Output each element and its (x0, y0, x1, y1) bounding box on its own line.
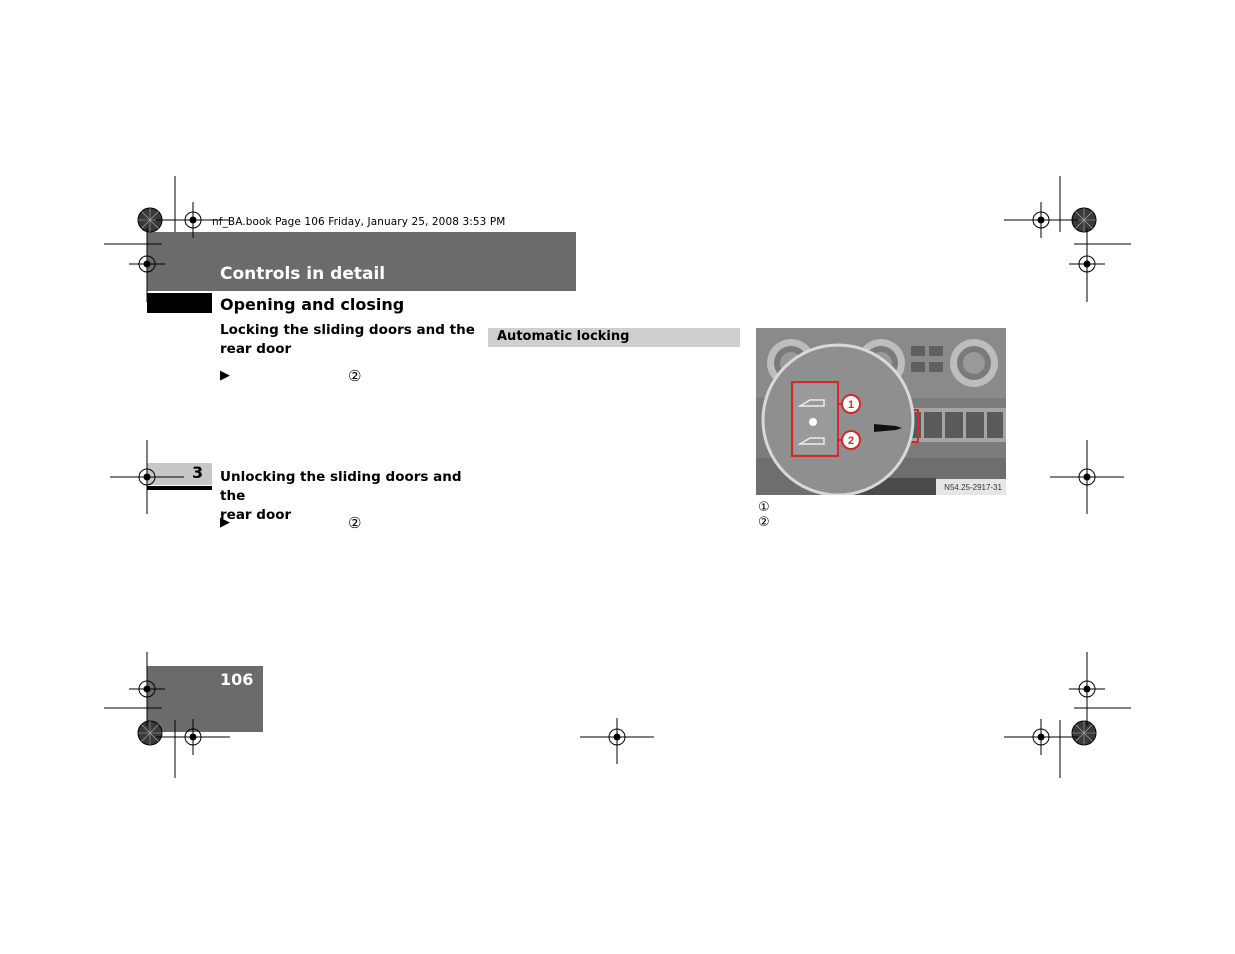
automatic-locking-label: Automatic locking (497, 329, 630, 344)
automatic-locking-bar (488, 328, 740, 347)
legend-item-2: ② (758, 515, 770, 530)
locking-heading-line2: rear door (220, 341, 292, 357)
figure-callout-2: 2 (848, 435, 854, 447)
dashboard-photo: 1 2 N54.25-2917-31 (756, 328, 1006, 495)
unlocking-heading-line2: rear door (220, 507, 292, 523)
print-info-line: nf_BA.book Page 106 Friday, January 25, … (212, 216, 506, 228)
section-title: Opening and closing (220, 295, 405, 314)
unlocking-bullet-icon: ▶ (220, 514, 230, 529)
unlocking-heading-line1: Unlocking the sliding doors and the (220, 469, 462, 504)
legend-item-1: ① (758, 500, 770, 515)
locking-bullet-icon: ▶ (220, 367, 230, 382)
chapter-title: Controls in detail (220, 264, 386, 284)
locking-heading-line1: Locking the sliding doors and the (220, 322, 475, 338)
unlocking-heading: Unlocking the sliding doors and the rear… (220, 468, 480, 525)
figure-image-code: N54.25-2917-31 (944, 483, 1002, 492)
chapter-number: 3 (192, 463, 204, 482)
section-marker (147, 293, 212, 313)
chapter-tab-underline (147, 486, 212, 490)
locking-heading: Locking the sliding doors and the rear d… (220, 321, 480, 359)
unlocking-ref-2: ② (348, 514, 362, 532)
figure-callout-1: 1 (848, 399, 854, 411)
locking-ref-2: ② (348, 367, 362, 385)
header-bar (147, 232, 576, 291)
page-number: 106 (220, 670, 254, 689)
